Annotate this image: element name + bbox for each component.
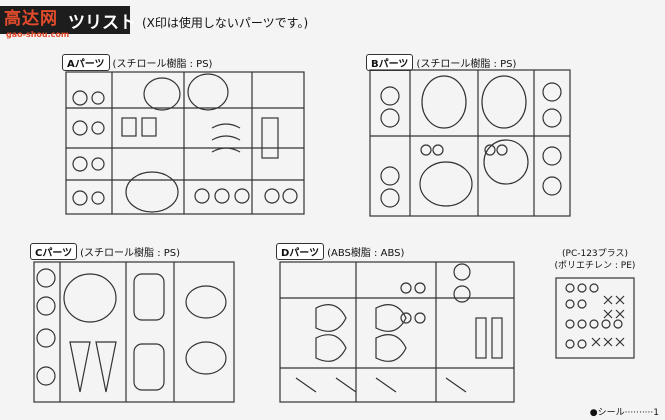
part-c-material: (スチロール樹脂 : PS) (80, 248, 181, 259)
part-a-material: (スチロール樹脂 : PS) (112, 59, 213, 70)
part-c-label: Cパーツ(スチロール樹脂 : PS) (30, 243, 180, 260)
runner-b (369, 69, 571, 217)
sticker-footer: ●シール··········1 (590, 405, 659, 418)
pe-material: (ポリエチレン : PE) (554, 261, 636, 271)
site-logo: 高达网 (4, 9, 58, 29)
title-band (0, 6, 130, 34)
runner-pe (555, 277, 635, 359)
part-a-tag: Aパーツ (62, 54, 110, 71)
pe-model: (PC-123プラス) (562, 249, 628, 259)
part-d-tag: Dパーツ (276, 243, 325, 260)
unused-parts-note: (X印は使用しないパーツです。) (142, 16, 309, 30)
site-url: gao-shou.com (6, 30, 70, 39)
part-d-material: (ABS樹脂 : ABS) (327, 248, 405, 259)
pe-parts-title: (PC-123プラス) (ポリエチレン : PE) (550, 248, 640, 272)
part-c-tag: Cパーツ (30, 243, 78, 260)
part-b-material: (スチロール樹脂 : PS) (416, 59, 517, 70)
sticker-page-dots: ··········1 (624, 408, 659, 418)
runner-d (279, 261, 515, 403)
part-d-label: Dパーツ(ABS樹脂 : ABS) (276, 243, 404, 260)
part-a-label: Aパーツ(スチロール樹脂 : PS) (62, 54, 212, 71)
runner-c (33, 261, 235, 403)
page-title: ツリスト (68, 13, 136, 33)
sticker-label: ●シール (589, 408, 625, 418)
runner-a (65, 71, 305, 215)
